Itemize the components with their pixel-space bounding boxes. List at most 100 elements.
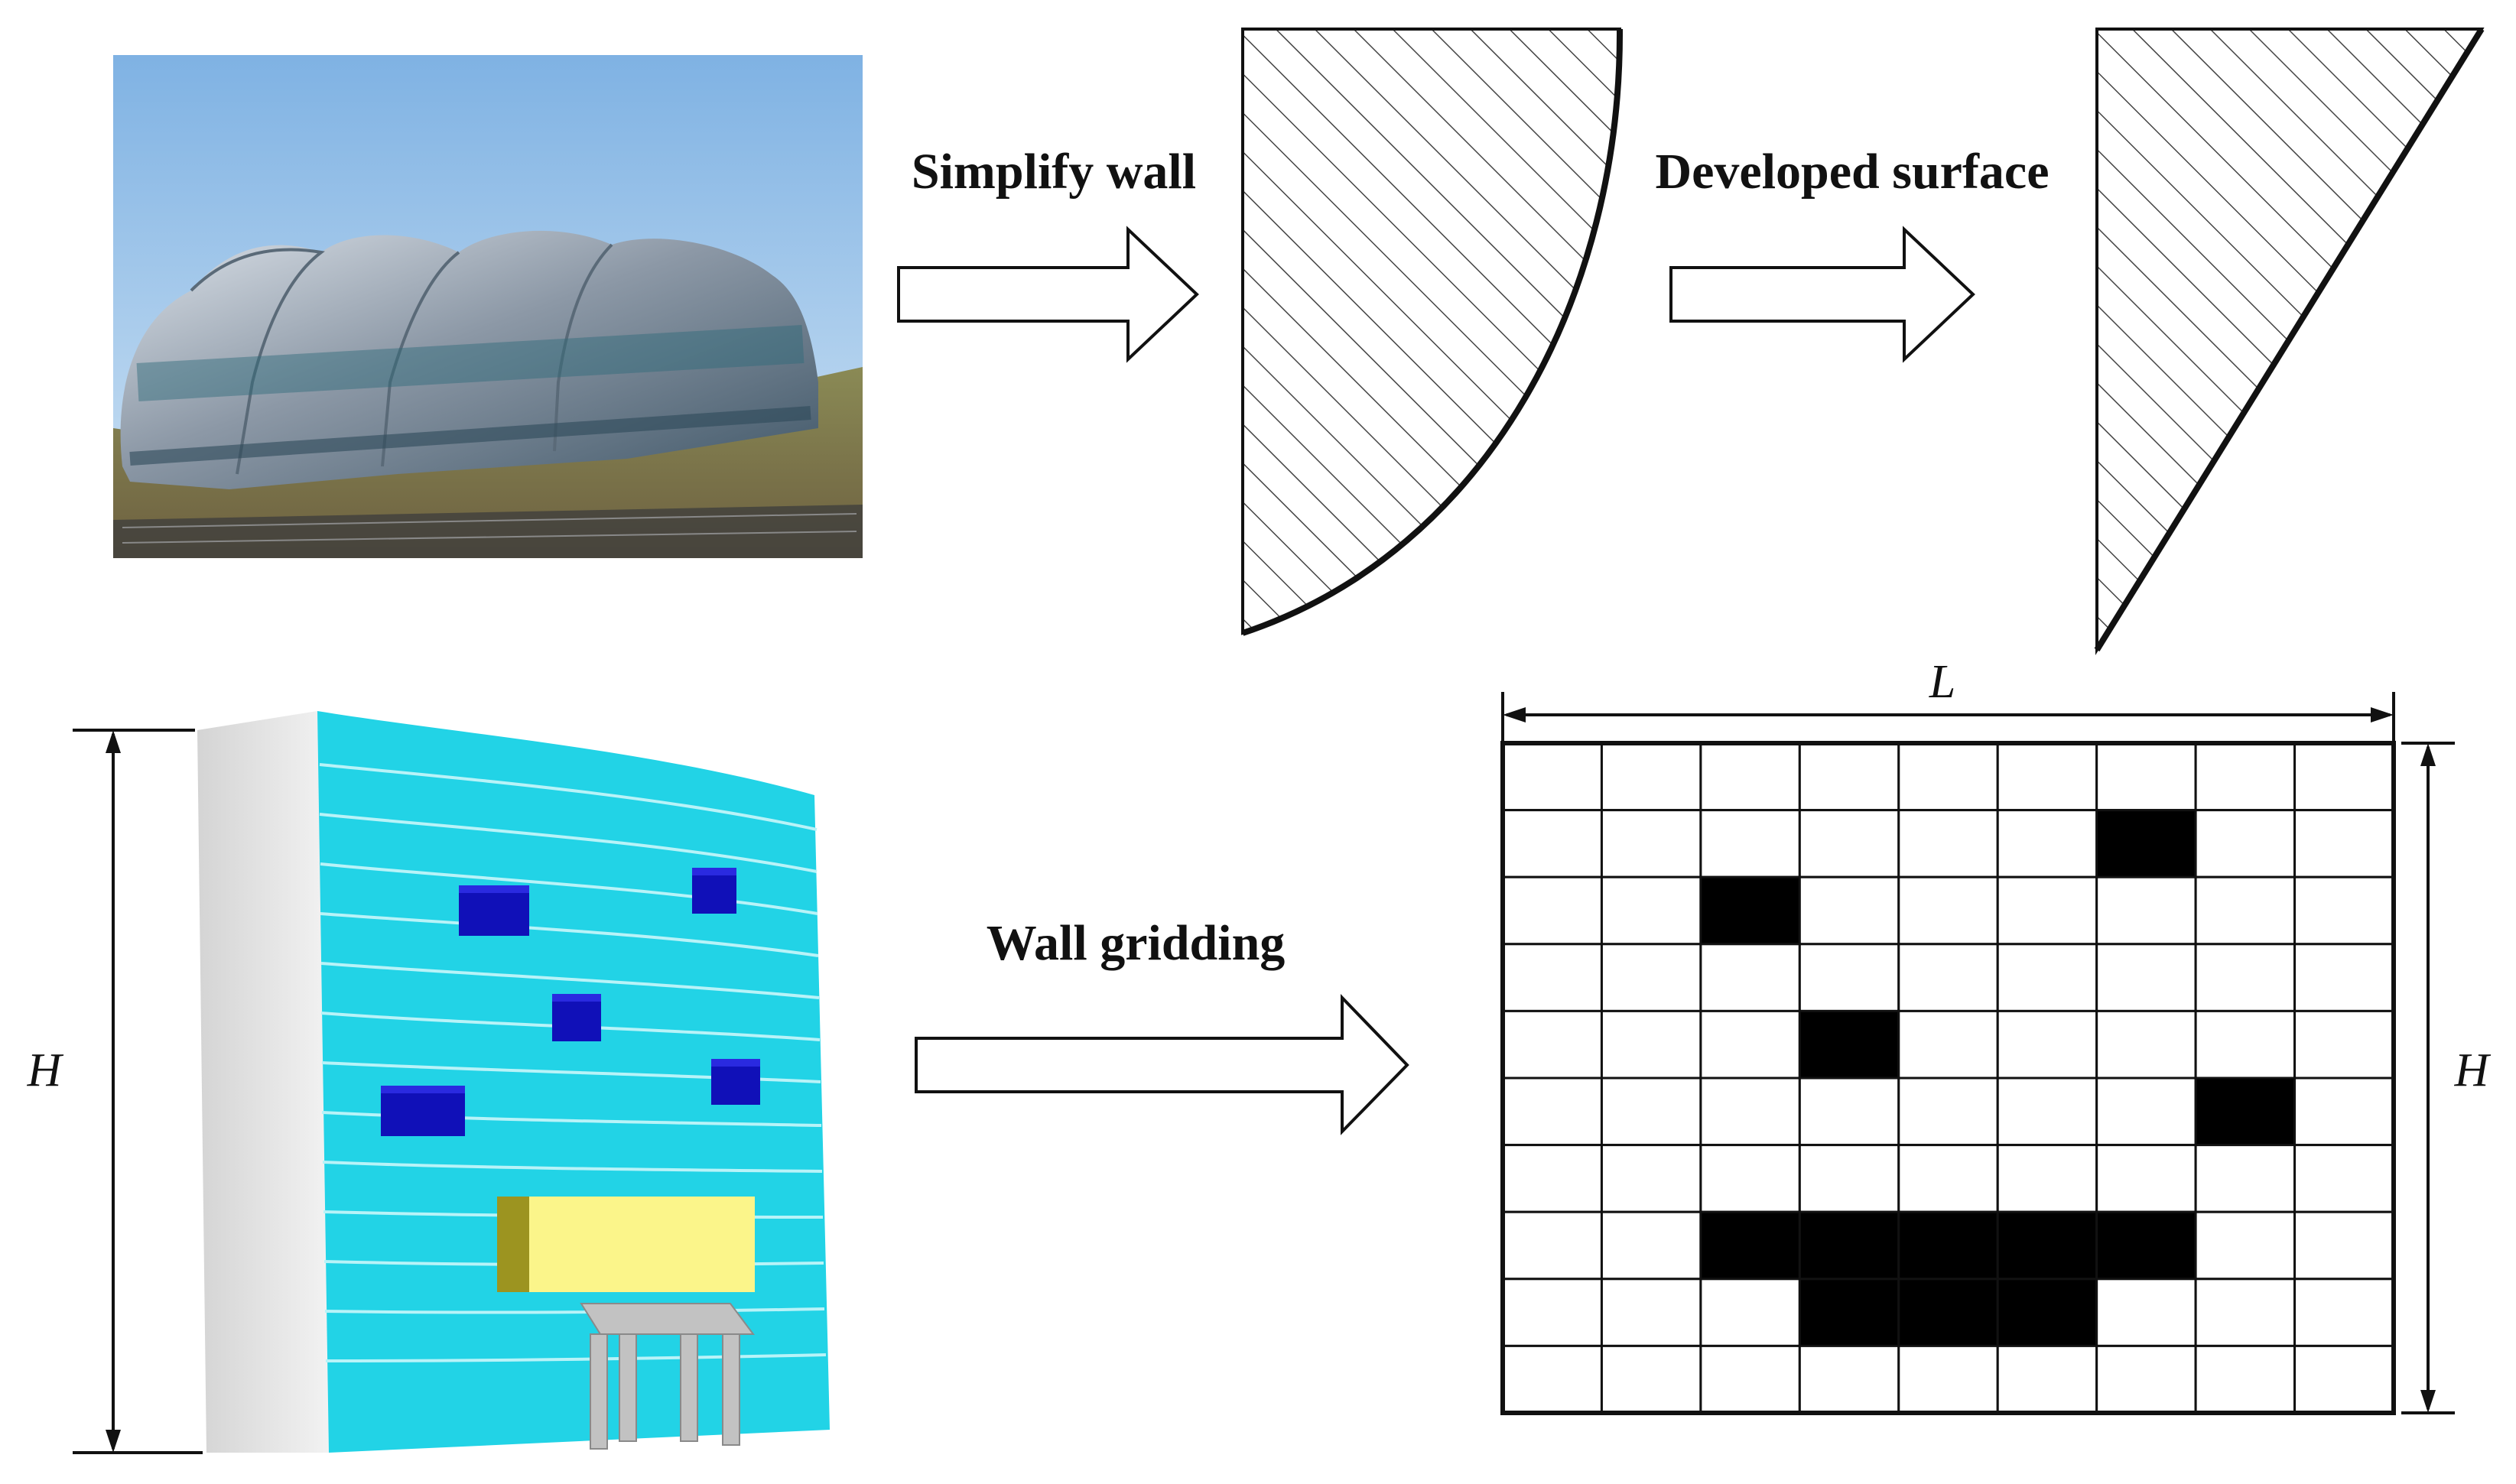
grid-cell bbox=[1501, 1344, 1603, 1414]
grid-cell bbox=[1699, 809, 1801, 878]
grid-cell bbox=[1897, 875, 1999, 946]
grid-cell bbox=[2095, 1144, 2197, 1213]
grid-cell bbox=[1897, 1076, 1999, 1147]
grid-cell bbox=[1798, 809, 1900, 878]
grid-cell bbox=[1600, 1344, 1702, 1414]
grid-cell bbox=[1699, 1278, 1801, 1347]
grid-cell bbox=[1501, 809, 1603, 878]
grid-cell bbox=[2293, 1009, 2395, 1080]
grid-cell bbox=[2095, 1076, 2197, 1147]
grid-cell bbox=[1996, 1144, 2098, 1213]
grid-cell bbox=[2293, 1344, 2395, 1414]
length-label: L bbox=[1929, 656, 1955, 708]
grid-cell bbox=[1699, 1076, 1801, 1147]
grid-cell bbox=[1798, 1076, 1900, 1147]
grid-cell bbox=[2293, 1144, 2395, 1213]
grid-cell bbox=[1600, 943, 1702, 1012]
grid-cell bbox=[2194, 875, 2297, 946]
grid-cell bbox=[1501, 1144, 1603, 1213]
grid-cell bbox=[1798, 742, 1900, 812]
grid-cell-opening bbox=[1996, 1278, 2098, 1347]
grid-cell bbox=[1600, 1009, 1702, 1080]
grid-cell bbox=[2293, 809, 2395, 878]
grid-cell bbox=[2293, 742, 2395, 812]
grid-cell bbox=[2095, 1344, 2197, 1414]
simplify-wall-label: Simplify wall bbox=[912, 144, 1196, 200]
grid-cell bbox=[2194, 1009, 2297, 1080]
grid-cell bbox=[1996, 1344, 2098, 1414]
grid-cell bbox=[1501, 943, 1603, 1012]
curved-wall-profile bbox=[1241, 28, 1622, 635]
grid-cell bbox=[1699, 1344, 1801, 1414]
grid-cell bbox=[2095, 875, 2197, 946]
developed-surface-arrow bbox=[1669, 226, 1975, 363]
grid-cell bbox=[2194, 742, 2297, 812]
grid-cell bbox=[2194, 943, 2297, 1012]
grid-cell-opening bbox=[1798, 1278, 1900, 1347]
wall-3d-model bbox=[197, 711, 830, 1453]
grid-cell bbox=[1600, 1144, 1702, 1213]
grid-cell bbox=[2293, 1278, 2395, 1347]
grid-cell bbox=[1996, 943, 2098, 1012]
grid-cell bbox=[1897, 1144, 1999, 1213]
grid-cell bbox=[1897, 742, 1999, 812]
height-label-left: H bbox=[27, 1044, 64, 1096]
grid-cell bbox=[1501, 1009, 1603, 1080]
length-dimension bbox=[1501, 692, 2395, 742]
wall-gridding-arrow bbox=[915, 994, 1409, 1135]
grid-cell-opening bbox=[1897, 1210, 1999, 1281]
grid-cell bbox=[1996, 1076, 2098, 1147]
grid-cell-opening bbox=[2095, 1210, 2197, 1281]
grid-cell bbox=[2095, 943, 2197, 1012]
grid-cell bbox=[2194, 1344, 2297, 1414]
wall-gridding-label: Wall gridding bbox=[987, 915, 1286, 971]
grid-cell-opening bbox=[1699, 1210, 1801, 1281]
grid-cell bbox=[2194, 809, 2297, 878]
grid-cell bbox=[1501, 1076, 1603, 1147]
grid-cell-opening bbox=[1996, 1210, 2098, 1281]
grid-cell bbox=[2095, 742, 2197, 812]
grid-cell bbox=[2293, 943, 2395, 1012]
grid-border bbox=[1500, 741, 2396, 1415]
grid-cell bbox=[1501, 742, 1603, 812]
grid-cell-opening bbox=[1798, 1210, 1900, 1281]
grid-cell-opening bbox=[1699, 875, 1801, 946]
grid-cell bbox=[1798, 1344, 1900, 1414]
grid-cell bbox=[2293, 875, 2395, 946]
grid-cell bbox=[1897, 1009, 1999, 1080]
grid-cell bbox=[1996, 875, 2098, 946]
grid-cell bbox=[2293, 1076, 2395, 1147]
grid-cell bbox=[1600, 1278, 1702, 1347]
grid-cell bbox=[1699, 943, 1801, 1012]
grid-cell bbox=[1699, 1009, 1801, 1080]
grid-cell bbox=[1798, 1144, 1900, 1213]
banner-side bbox=[497, 1197, 529, 1292]
grid-cell bbox=[1600, 875, 1702, 946]
grid-cell bbox=[1501, 1278, 1603, 1347]
grid-cell bbox=[1600, 742, 1702, 812]
grid-cell bbox=[1897, 809, 1999, 878]
grid-cell bbox=[1897, 1344, 1999, 1414]
grid-cell bbox=[1996, 742, 2098, 812]
grid-cell bbox=[1996, 809, 2098, 878]
height-label-right: H bbox=[2454, 1044, 2492, 1096]
grid-cell-opening bbox=[1798, 1009, 1900, 1080]
grid-cell bbox=[1600, 1076, 1702, 1147]
grid-cell bbox=[1996, 1009, 2098, 1080]
entrance-canopy bbox=[580, 1303, 755, 1450]
grid-cell-opening bbox=[1897, 1278, 1999, 1347]
grid-cell bbox=[1501, 1210, 1603, 1281]
grid-cell bbox=[1699, 1144, 1801, 1213]
developed-surface-label: Developed surface bbox=[1655, 144, 2049, 200]
grid-cell-opening bbox=[2095, 809, 2197, 878]
grid-cell bbox=[2194, 1210, 2297, 1281]
grid-cell bbox=[2095, 1009, 2197, 1080]
grid-cell bbox=[1600, 809, 1702, 878]
grid-cell bbox=[2194, 1278, 2297, 1347]
wall-grid bbox=[1500, 741, 2396, 1415]
grid-cell bbox=[1798, 875, 1900, 946]
banner-panel bbox=[529, 1197, 755, 1292]
grid-cell bbox=[1798, 943, 1900, 1012]
simplify-arrow bbox=[897, 226, 1199, 363]
